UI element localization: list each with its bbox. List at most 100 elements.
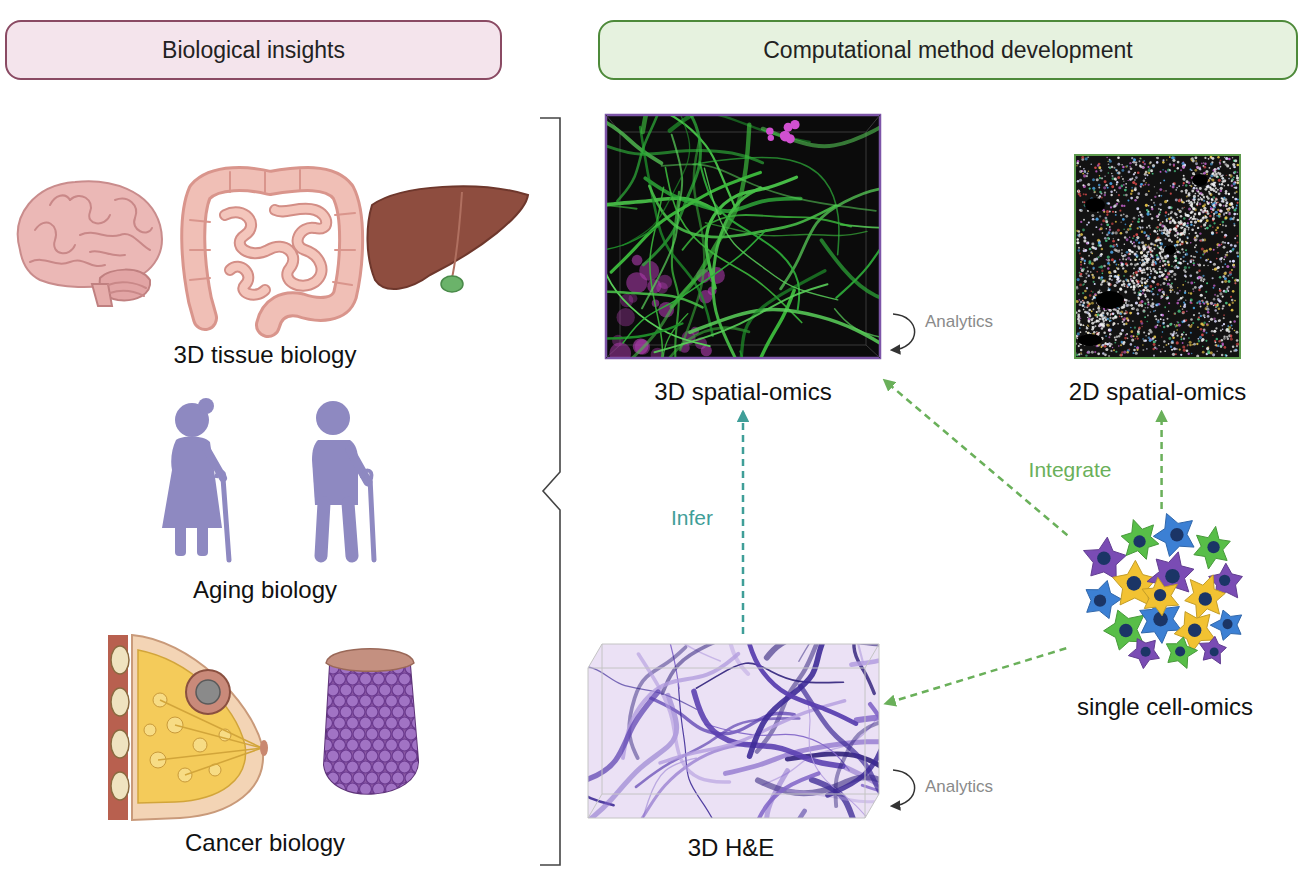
expression-dot: [1116, 199, 1119, 202]
expression-dot: [1185, 276, 1187, 278]
expression-dot: [1125, 215, 1128, 218]
expression-dot: [1199, 302, 1201, 304]
brain-illustration: [110, 291, 144, 296]
expression-dot: [1139, 160, 1141, 162]
expression-dot: [1096, 218, 1099, 221]
expression-dot: [1157, 230, 1158, 231]
expression-dot: [1098, 187, 1100, 189]
expression-dot: [1219, 189, 1222, 192]
expression-dot: [1161, 232, 1164, 235]
expression-dot: [1113, 167, 1115, 169]
expression-dot: [1101, 346, 1103, 348]
expression-dot: [1145, 182, 1147, 184]
expression-dot: [1148, 172, 1150, 174]
expression-dot: [1172, 289, 1174, 291]
expression-dot: [1203, 278, 1205, 280]
expression-dot: [1177, 321, 1179, 323]
expression-dot: [1145, 340, 1147, 342]
breast-illustration: [144, 724, 156, 736]
expression-dot: [1228, 280, 1231, 283]
expression-dot: [1141, 241, 1144, 244]
expression-dot: [1119, 312, 1122, 315]
expression-dot: [1113, 238, 1115, 240]
expression-dot: [1139, 285, 1141, 287]
expression-dot: [1217, 266, 1220, 269]
expression-dot: [1215, 229, 1217, 231]
expression-dot: [1211, 231, 1214, 234]
expression-dot: [1203, 281, 1204, 282]
expression-dot: [1163, 190, 1164, 191]
expression-dot: [1224, 242, 1226, 244]
magenta-signal: [626, 272, 647, 293]
expression-dot: [1127, 338, 1129, 340]
expression-dot: [1132, 251, 1134, 253]
organoid-cell: [366, 728, 378, 740]
expression-dot: [1090, 271, 1092, 273]
expression-dot: [1185, 334, 1187, 336]
expression-dot: [1203, 322, 1206, 325]
expression-dot: [1192, 172, 1195, 175]
expression-dot: [1229, 260, 1231, 262]
expression-dot: [1084, 290, 1087, 293]
expression-dot: [1125, 334, 1127, 336]
expression-dot: [1192, 208, 1194, 210]
expression-dot: [1192, 260, 1194, 262]
expression-dot: [1175, 198, 1178, 201]
expression-dot: [1223, 205, 1225, 207]
expression-dot: [1153, 340, 1156, 343]
organoid-cell: [412, 761, 424, 773]
expression-dot: [1079, 170, 1082, 173]
expression-dot: [1220, 330, 1222, 332]
expression-dot: [1235, 349, 1237, 351]
expression-dot: [1225, 157, 1228, 160]
expression-dot: [1181, 207, 1183, 209]
expression-dot: [1082, 300, 1084, 302]
expression-dot: [1140, 262, 1142, 264]
organoid-cell: [321, 739, 333, 751]
expression-dot: [1124, 236, 1126, 238]
expression-dot: [1079, 209, 1081, 211]
expression-dot: [1139, 327, 1140, 328]
expression-dot: [1206, 227, 1209, 230]
expression-dot: [1116, 243, 1118, 245]
expression-dot: [1135, 161, 1137, 163]
expression-dot: [1111, 222, 1114, 225]
liver-illustration: [367, 186, 528, 292]
expression-dot: [1115, 211, 1117, 213]
expression-dot: [1115, 231, 1118, 234]
vessel-filament: [672, 125, 750, 307]
expression-dot: [1197, 191, 1199, 193]
expression-dot: [1077, 160, 1080, 163]
expression-dot: [1233, 213, 1236, 216]
expression-dot: [1198, 289, 1200, 291]
expression-dot: [1146, 212, 1149, 215]
vessel-filament: [835, 309, 879, 357]
expression-dot: [1102, 273, 1104, 275]
expression-dot: [1160, 171, 1162, 173]
breast-illustration: [186, 670, 230, 714]
expression-dot: [1183, 269, 1185, 271]
expression-dot: [1078, 247, 1080, 249]
expression-dot: [1129, 228, 1132, 231]
expression-dot: [1098, 166, 1101, 169]
expression-dot: [1077, 332, 1080, 335]
expression-dot: [1219, 209, 1222, 212]
elderly-figure: [223, 478, 229, 560]
expression-dot: [1138, 267, 1141, 270]
expression-dot: [1112, 347, 1113, 348]
expression-dot: [1091, 243, 1094, 246]
expression-dot: [1086, 277, 1088, 279]
expression-dot: [1107, 318, 1109, 320]
expression-dot: [1158, 246, 1160, 248]
expression-dot: [1201, 334, 1204, 337]
intestine-illustration: [229, 172, 231, 192]
expression-dot: [1157, 294, 1159, 296]
expression-dot: [1215, 341, 1217, 343]
expression-dot: [1142, 349, 1144, 351]
expression-dot: [1100, 283, 1103, 286]
expression-dot: [1107, 161, 1108, 162]
expression-dot: [1170, 193, 1172, 195]
organoid-cell: [418, 750, 430, 762]
expression-dot: [1084, 170, 1087, 173]
expression-dot: [1154, 196, 1156, 198]
